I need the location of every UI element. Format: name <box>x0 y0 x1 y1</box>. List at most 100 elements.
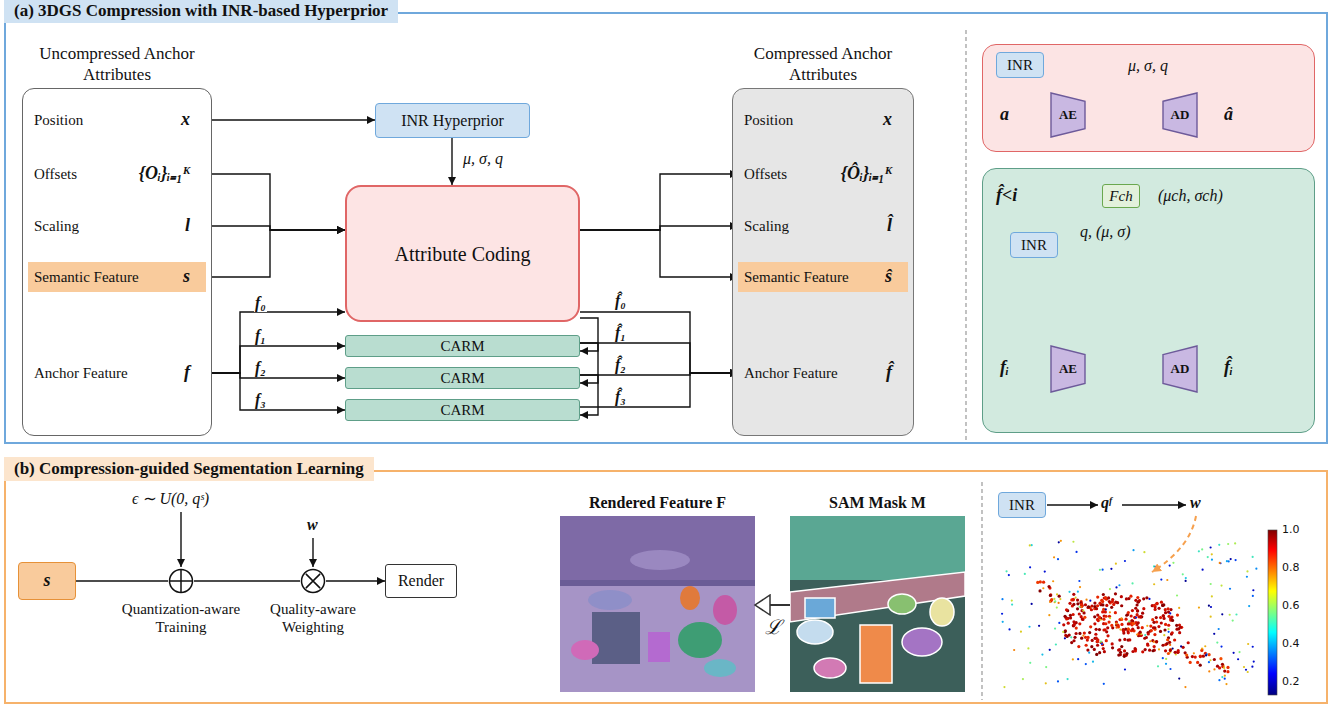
cloud-point <box>1178 607 1180 609</box>
cloud-point <box>1139 631 1142 634</box>
cloud-point <box>1050 598 1053 601</box>
hyperprior-box-text: INR Hyperprior <box>401 111 504 130</box>
cloud-point <box>1163 634 1165 636</box>
cloud-point <box>1172 562 1174 564</box>
cloud-point <box>1072 541 1074 543</box>
cloud-point <box>1053 556 1055 558</box>
cloud-point <box>1123 638 1126 641</box>
cloud-point <box>1158 648 1160 650</box>
cloud-point <box>1045 682 1047 684</box>
cloud-point <box>1201 569 1203 571</box>
edge-label: f̂₂ <box>614 356 627 374</box>
rendered-feature-image-part <box>630 550 690 570</box>
cloud-point <box>1038 589 1041 592</box>
cloud-point <box>1172 648 1174 650</box>
cloud-point <box>1045 666 1047 668</box>
cloud-point <box>1003 686 1005 688</box>
cloud-point <box>1223 669 1226 672</box>
detail-panel-text: μ, σ, q <box>1128 56 1168 75</box>
cloud-point <box>1218 679 1220 681</box>
cloud-point <box>1100 641 1102 643</box>
rendered-feature-image-part <box>648 632 670 662</box>
sam-mask-image-part <box>930 598 954 626</box>
cloud-point <box>1144 634 1146 636</box>
decoder-shape: AD <box>1162 345 1198 393</box>
cloud-point <box>1022 678 1024 680</box>
cloud-point <box>1153 626 1156 629</box>
cloud-point <box>1098 628 1101 631</box>
math-label: w <box>307 516 318 534</box>
attribute-row-text: Semantic Feature <box>744 268 849 286</box>
product-node-text: Quality-aware Weighting <box>238 600 388 636</box>
cloud-point <box>1125 597 1128 600</box>
cloud-point <box>1024 573 1026 575</box>
cloud-point <box>1013 649 1015 651</box>
separator-line <box>966 30 982 700</box>
cloud-point <box>1149 624 1152 627</box>
cloud-point <box>1076 607 1079 610</box>
cloud-point <box>1104 615 1107 618</box>
coding-box-text: Attribute Coding <box>394 242 530 266</box>
cloud-point <box>1135 616 1137 618</box>
cloud-point <box>1115 586 1117 588</box>
separator-line-part <box>965 30 966 440</box>
point-cloud <box>1001 540 1258 688</box>
cloud-point <box>1210 583 1212 585</box>
cloud-point <box>1065 608 1068 611</box>
cloud-point <box>1115 563 1117 565</box>
cloud-point <box>1235 613 1237 615</box>
cloud-point <box>1068 602 1071 605</box>
cloud-point <box>1093 648 1096 651</box>
cloud-point <box>1107 596 1110 599</box>
cloud-point <box>1167 628 1169 630</box>
cloud-point <box>1082 635 1084 637</box>
cloud-point <box>1082 609 1084 611</box>
cloud-point <box>1105 639 1108 642</box>
attribute-row-text: Semantic Feature <box>34 268 139 286</box>
cloud-point <box>1155 640 1158 643</box>
attribute-box: PositionxOffsets{Ôᵢ}ᵢ₌₁ᴷScalingl̂Semanti… <box>732 88 914 436</box>
attribute-row-text: s <box>183 266 190 288</box>
cloud-point <box>1154 566 1156 568</box>
detail-panel-text: a <box>1000 104 1009 126</box>
arrow-connector <box>755 604 790 606</box>
image-frame-text: Rendered Feature F <box>560 493 755 512</box>
arrow-connector <box>206 174 345 230</box>
cloud-point <box>1199 655 1202 658</box>
cloud-point <box>1115 622 1117 624</box>
detail-panel: INRAEADμ, σ, qaâ <box>982 44 1315 152</box>
cloud-point <box>1120 617 1122 619</box>
cloud-point <box>1129 595 1132 598</box>
cloud-point <box>1142 597 1145 600</box>
arrow-connector <box>580 318 598 351</box>
cloud-point <box>1091 639 1094 642</box>
cloud-point <box>1221 613 1223 615</box>
arrow-connector <box>451 138 452 185</box>
cloud-point <box>1144 648 1147 651</box>
rendered-feature-image-part <box>704 659 736 677</box>
cloud-point <box>1133 616 1136 619</box>
arrow-connector <box>580 343 738 373</box>
cloud-point <box>1221 663 1224 666</box>
cloud-point <box>1038 625 1040 627</box>
edge-label: f̂₀ <box>614 292 627 310</box>
edge-label: f̂₁ <box>614 324 627 342</box>
cloud-point <box>1098 651 1101 654</box>
cloud-point <box>1096 640 1099 643</box>
cloud-point <box>1088 652 1090 654</box>
cloud-point <box>1208 661 1210 663</box>
attribute-row-text: f̂ <box>886 362 892 384</box>
cloud-point <box>1194 656 1197 659</box>
attribute-row-text: Offsets <box>34 165 77 183</box>
cloud-point <box>1118 639 1121 642</box>
coding-box: Attribute Coding <box>345 185 580 322</box>
cloud-point <box>1114 601 1117 604</box>
cloud-point <box>1049 593 1052 596</box>
cloud-point <box>1104 628 1107 631</box>
attribute-row-text: Anchor Feature <box>34 364 128 382</box>
tick-label: 0.8 <box>1282 562 1300 574</box>
edge-label: f₃ <box>254 391 267 409</box>
cloud-point <box>1176 594 1178 596</box>
cloud-point <box>1219 562 1221 564</box>
tick-label: 0.4 <box>1282 638 1300 650</box>
